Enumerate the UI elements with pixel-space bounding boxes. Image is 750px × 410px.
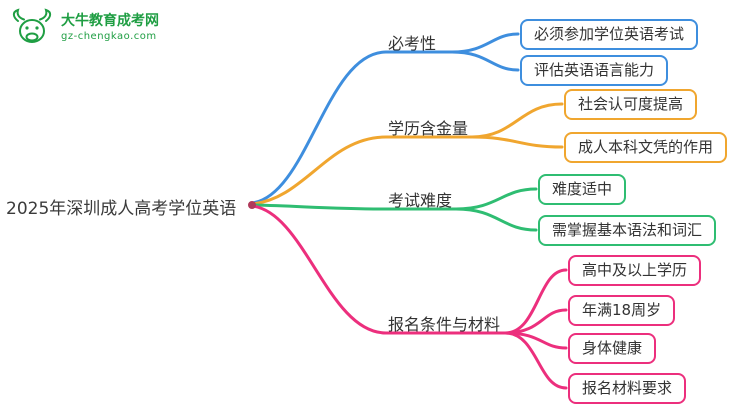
site-logo: 大牛教育成考网 gz-chengkao.com (10, 8, 159, 48)
connector-branch-1-leaf-2 (450, 50, 520, 72)
connector-branch-4 (250, 204, 507, 335)
branch-label-mandatory: 必考性 (388, 34, 437, 53)
logo-text: 大牛教育成考网 gz-chengkao.com (61, 13, 159, 43)
connector-branch-1 (250, 50, 454, 205)
connector-branch-2-leaf-2 (470, 135, 564, 149)
mindmap-leaf: 必须参加学位英语考试 (520, 19, 699, 50)
connector-branch-3-leaf-2 (454, 207, 538, 232)
branch-label-credential-value: 学历含金量 (388, 119, 469, 138)
logo-bull-icon (12, 8, 52, 43)
mindmap-leaf: 报名材料要求 (568, 373, 687, 404)
branch-label-difficulty: 考试难度 (388, 191, 453, 210)
root-junction-dot (248, 201, 256, 209)
logo-subtitle: gz-chengkao.com (61, 30, 157, 42)
connector-branch-1-leaf-1 (450, 32, 520, 54)
logo-title: 大牛教育成考网 (61, 13, 159, 29)
mindmap-leaf: 社会认可度提高 (564, 89, 698, 120)
mindmap-leaf: 高中及以上学历 (568, 255, 702, 286)
connector-branch-4-leaf-4 (503, 331, 568, 390)
mindmap-leaf: 需掌握基本语法和词汇 (538, 215, 717, 246)
connector-branch-2-leaf-1 (470, 102, 564, 139)
root-node: 2025年深圳成人高考学位英语 (6, 199, 237, 219)
mindmap-leaf: 评估英语语言能力 (520, 55, 669, 86)
connector-branch-4-leaf-1 (503, 268, 568, 335)
branch-label-requirements: 报名条件与材料 (388, 315, 501, 334)
connector-branch-2 (250, 135, 474, 206)
mindmap-leaf: 身体健康 (568, 333, 657, 364)
mindmap-leaf: 成人本科文凭的作用 (564, 132, 728, 163)
connector-branch-3-leaf-1 (454, 187, 538, 211)
connector-branch-3 (250, 203, 458, 211)
mindmap-leaf: 年满18周岁 (568, 295, 676, 326)
mindmap-leaf: 难度适中 (538, 174, 627, 205)
